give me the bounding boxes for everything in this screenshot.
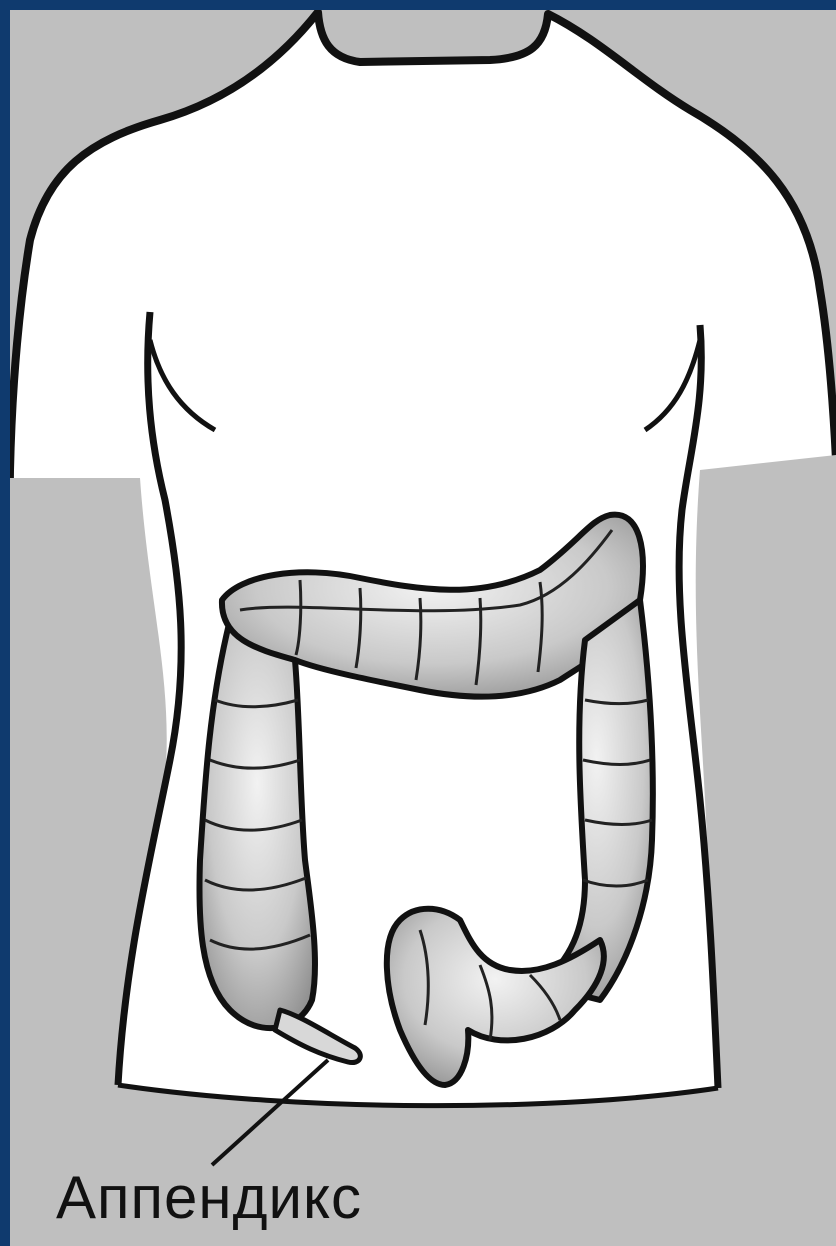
appendix-label: Аппендикс <box>56 1168 362 1228</box>
top-frame-edge <box>0 0 836 10</box>
left-frame-edge <box>0 0 10 1246</box>
